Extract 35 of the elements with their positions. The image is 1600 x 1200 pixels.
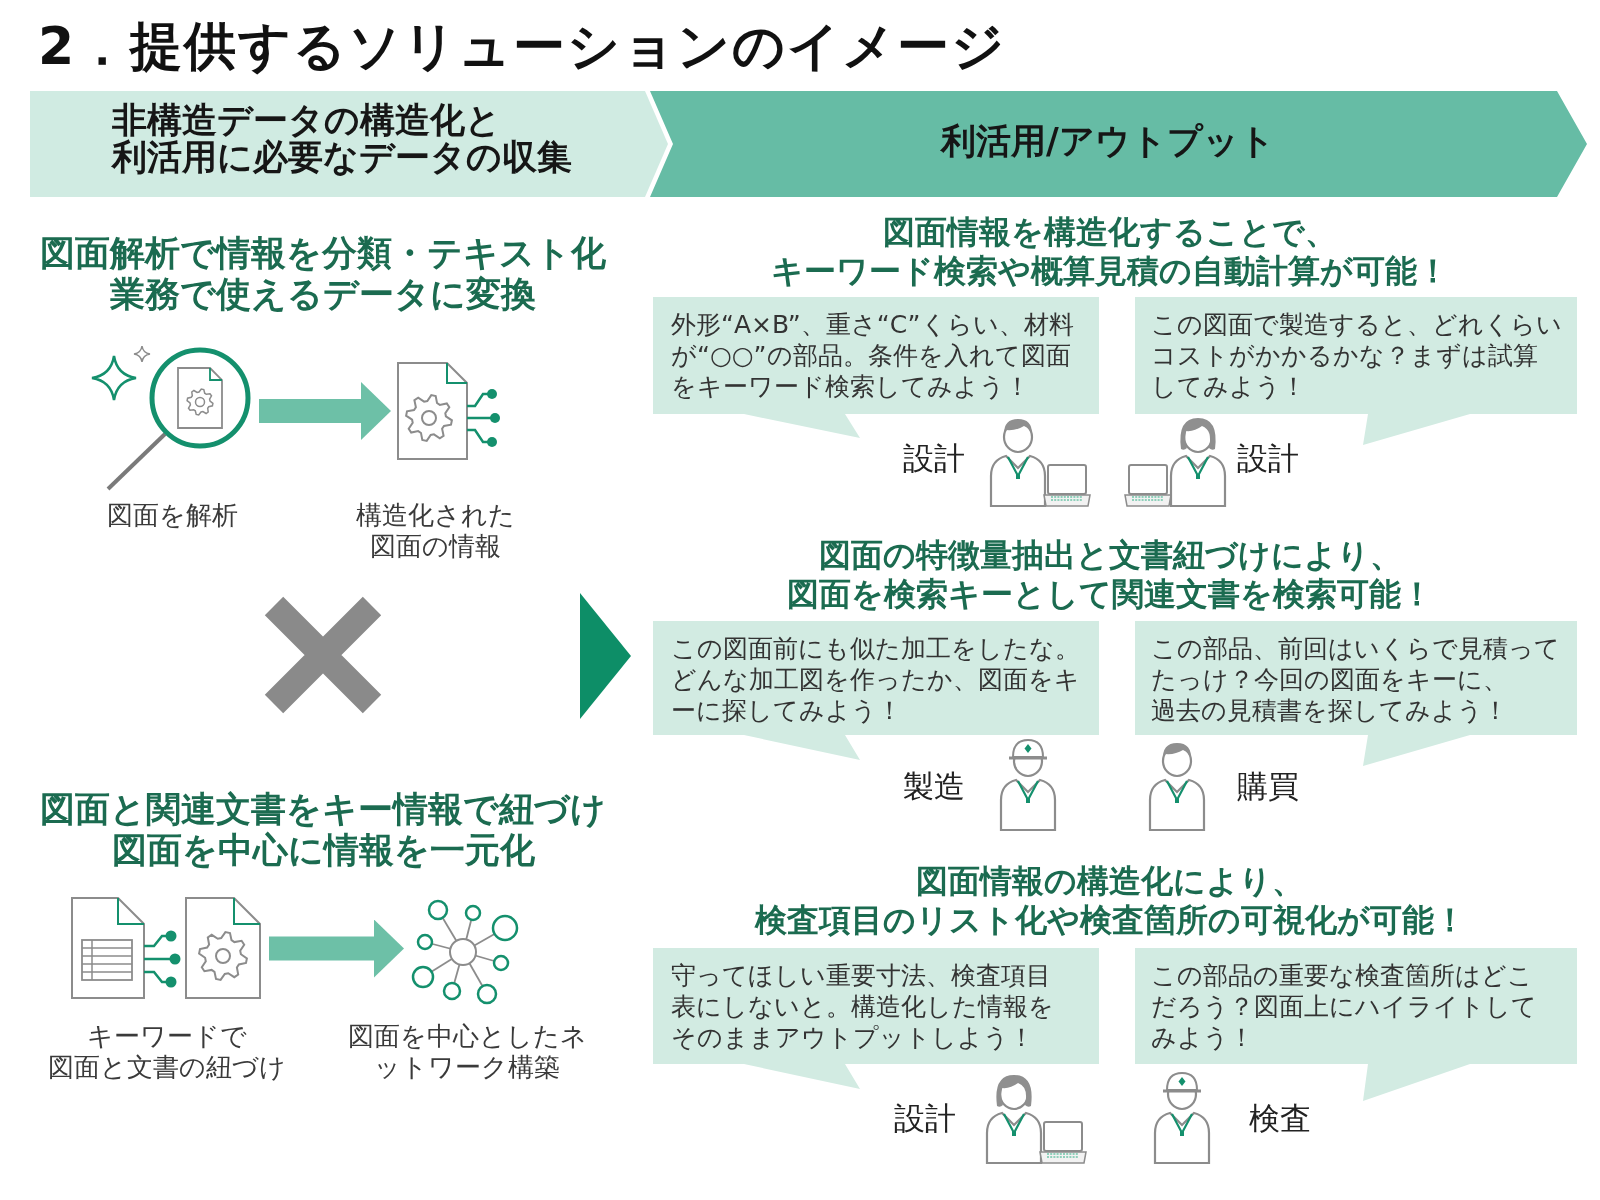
chevron-band (650, 91, 1587, 197)
icon-caption: キーワードで図面と文書の紐づけ (48, 1021, 286, 1083)
role-label: 購買 (1237, 768, 1299, 804)
block-arrow (259, 382, 391, 440)
role-label: 検査 (1249, 1100, 1311, 1136)
icon-caption: 構造化された図面の情報 (355, 500, 515, 562)
speech-bubble (653, 297, 1099, 438)
section-heading: 図面解析で情報を分類・テキスト化業務で使えるデータに変換 (40, 233, 606, 315)
page-title: 2．提供するソリューションのイメージ (38, 15, 1007, 78)
bubble-text: この図面前にも似た加工をしたな。どんな加工図を作ったか、図面をキーに探してみよう！ (671, 633, 1080, 726)
bubble-text: この図面で製造すると、どれくらいコストがかかるかな？まずは試算してみよう！ (1151, 309, 1562, 402)
bubble-text: 守ってほしい重要寸法、検査項目表にしないと。構造化した情報をそのままアウトプットしよう！ (671, 960, 1054, 1053)
speech-bubble (1135, 948, 1577, 1101)
icon-caption: 図面を中心としたネットワーク構築 (347, 1021, 587, 1083)
section-heading: 図面と関連文書をキー情報で紐づけ図面を中心に情報を一元化 (40, 789, 606, 871)
role-label: 設計 (894, 1100, 956, 1136)
speech-bubble (1135, 297, 1577, 445)
speech-bubble (653, 621, 1099, 760)
speech-bubble (653, 948, 1099, 1089)
role-label: 製造 (903, 768, 965, 804)
bubble-text: この部品の重要な検査箇所はどこだろう？図面上にハイライトしてみよう！ (1151, 960, 1537, 1053)
bubble-text: この部品、前回はいくらで見積ってたっけ？今回の図面をキーに、過去の見積書を探してみよう！ (1151, 633, 1560, 726)
role-label: 設計 (1237, 440, 1299, 476)
section-heading: 図面の特徴量抽出と文書紐づけにより、図面を検索キーとして関連文書を検索可能！ (787, 536, 1433, 614)
role-label: 設計 (903, 440, 965, 476)
speech-bubble (1135, 621, 1577, 766)
band-title: 利活用/アウトプット (941, 123, 1275, 160)
bubble-text: 外形“A×B”、重さ“C”くらい、材料が“○○”の部品。条件を入れて図面をキーワード検索してみよう！ (671, 309, 1074, 402)
band-title: 非構造データの構造化と利活用に必要なデータの収集 (112, 102, 572, 176)
document-gear-nodes-icon (395, 360, 503, 462)
icon-caption: 図面を解析 (106, 500, 238, 531)
section-heading: 図面情報の構造化により、検査項目のリスト化や検査箇所の可視化が可能！ (754, 862, 1466, 940)
chevron-band (30, 91, 668, 197)
section-heading: 図面情報を構造化することで、キーワード検索や概算見積の自動計算が可能！ (771, 213, 1449, 291)
block-arrow (269, 919, 404, 978)
